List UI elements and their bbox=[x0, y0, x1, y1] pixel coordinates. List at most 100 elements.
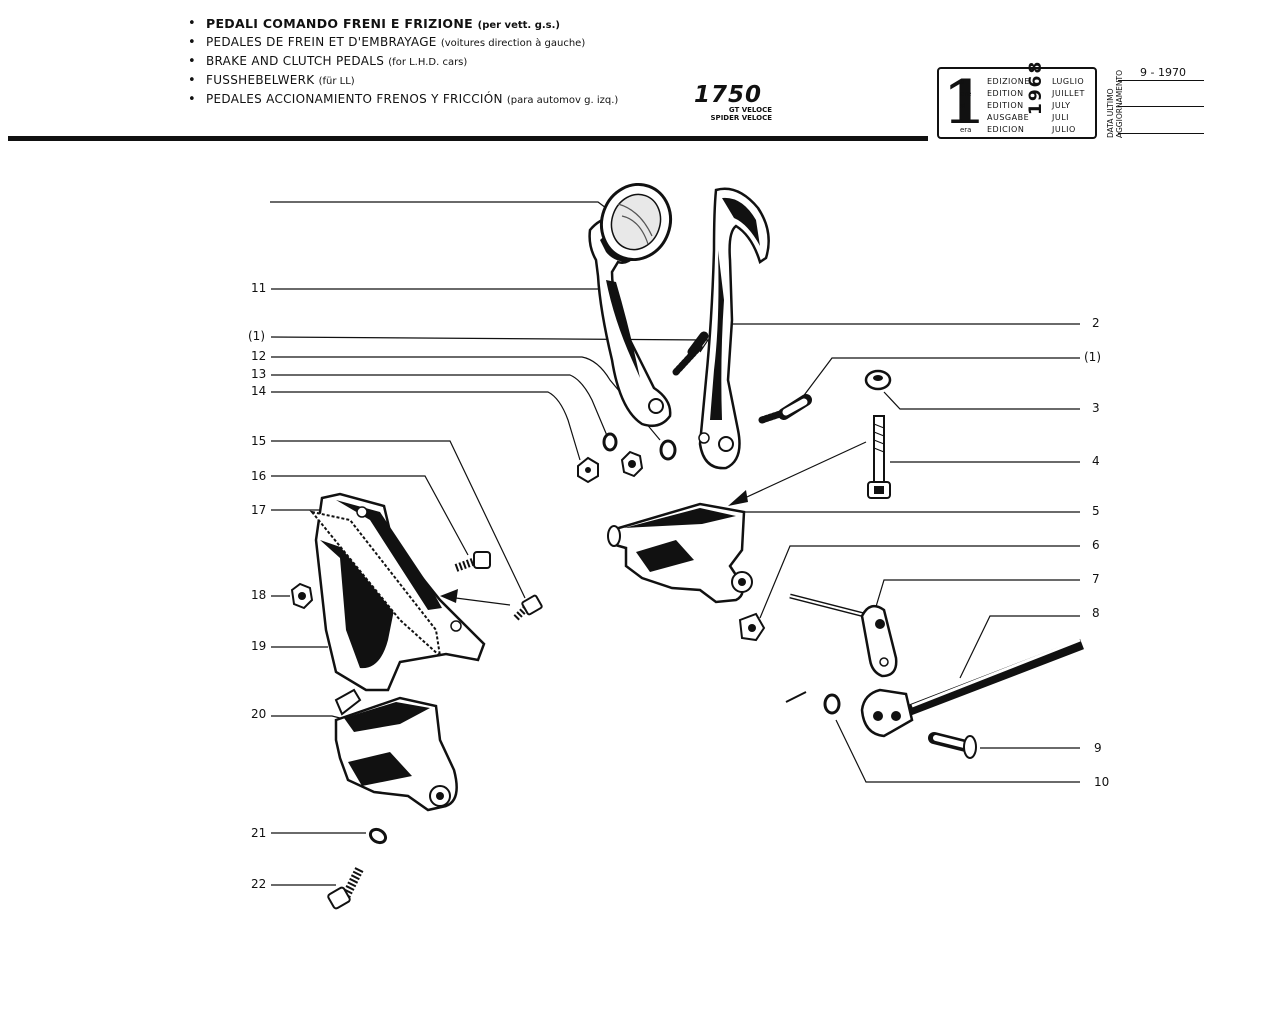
long-bolt bbox=[867, 415, 891, 499]
leader-line bbox=[835, 719, 1080, 783]
edition-month: LUGLIO bbox=[1052, 77, 1085, 86]
callout-left: 18 bbox=[251, 588, 267, 602]
leader-line bbox=[271, 715, 341, 719]
update-rule bbox=[1118, 106, 1204, 107]
assembly-arrow-line bbox=[447, 596, 511, 606]
title-english-main: BRAKE AND CLUTCH PEDALS bbox=[206, 54, 385, 68]
model-variant-gt: GT VELOCE bbox=[728, 106, 772, 114]
edition-word: EDICION bbox=[987, 125, 1025, 134]
arrowhead bbox=[440, 589, 458, 603]
callout-right: (1) bbox=[1084, 350, 1101, 364]
callout-left: 17 bbox=[251, 503, 267, 517]
leader-line bbox=[270, 336, 710, 353]
edition-suffix: era bbox=[960, 126, 972, 134]
edition-suffix: st bbox=[960, 102, 967, 110]
leader-line bbox=[871, 579, 1080, 621]
leader-line bbox=[959, 615, 1080, 679]
edition-month: JULIO bbox=[1052, 125, 1076, 134]
spring-washer bbox=[602, 432, 618, 452]
callout-right: 7 bbox=[1092, 572, 1100, 586]
push-rod bbox=[860, 638, 1084, 738]
split-pin bbox=[785, 691, 807, 703]
title-german-main: FUSSHEBELWERK bbox=[206, 73, 315, 87]
title-italian-sub: (per vett. g.s.) bbox=[477, 20, 560, 31]
callout-left: 20 bbox=[251, 707, 267, 721]
title-german-sub: (für LL) bbox=[318, 76, 355, 87]
title-french-main: PEDALES DE FREIN ET D'EMBRAYAGE bbox=[206, 35, 437, 49]
callout-left: 16 bbox=[251, 469, 267, 483]
leader-line bbox=[271, 356, 661, 441]
callout-right: 3 bbox=[1092, 401, 1100, 415]
title-english-sub: (for L.H.D. cars) bbox=[388, 57, 468, 68]
pedal-stop-screw bbox=[672, 331, 709, 376]
spring-washer-small bbox=[368, 827, 388, 845]
title-spanish-main: PEDALES ACCIONAMIENTO FRENOS Y FRICCIÓN bbox=[206, 92, 503, 106]
leader-line bbox=[759, 545, 1080, 619]
leader-line bbox=[271, 281, 607, 290]
title-spanish-sub: (para automov g. izq.) bbox=[506, 95, 619, 106]
update-rule bbox=[1118, 133, 1204, 134]
callout-left: 11 bbox=[251, 281, 267, 295]
model-badge: 1750 GT VELOCE SPIDER VELOCE bbox=[694, 82, 772, 123]
callout-right: 9 bbox=[1094, 741, 1102, 755]
assembly-arrow-line bbox=[735, 441, 867, 503]
lower-bracket bbox=[334, 688, 458, 812]
clevis-pin bbox=[928, 732, 977, 759]
edition-word: EDIZIONE bbox=[987, 77, 1030, 86]
pedal-bracket bbox=[607, 502, 753, 604]
hex-nut bbox=[290, 582, 314, 610]
hex-bolt bbox=[327, 865, 365, 910]
bullet: • bbox=[188, 54, 196, 69]
callout-left: 13 bbox=[251, 367, 267, 381]
callout-right: 6 bbox=[1092, 538, 1100, 552]
edition-month: JULY bbox=[1052, 101, 1071, 110]
edition-word: EDITION bbox=[987, 101, 1024, 110]
hex-screw bbox=[513, 594, 543, 621]
leader-line bbox=[270, 201, 615, 215]
callout-left: 12 bbox=[251, 349, 267, 363]
bullet: • bbox=[188, 92, 196, 107]
callout-left: (1) bbox=[248, 329, 265, 343]
shaft-lever bbox=[789, 593, 898, 678]
title-french-sub: (voitures direction à gauche) bbox=[440, 38, 586, 49]
header-rule bbox=[8, 136, 928, 141]
plain-washer bbox=[823, 693, 841, 715]
edition-word: EDITION bbox=[987, 89, 1024, 98]
callout-right: 8 bbox=[1092, 606, 1100, 620]
edition-numeral: 1 bbox=[943, 68, 985, 138]
washer bbox=[659, 439, 677, 461]
leader-line bbox=[271, 374, 609, 439]
leader-line bbox=[801, 357, 1080, 399]
brake-pedal bbox=[588, 182, 672, 427]
edition-suffix: a bbox=[960, 78, 965, 86]
edition-month: JULI bbox=[1052, 113, 1070, 122]
bullet: • bbox=[188, 73, 196, 88]
callout-left: 22 bbox=[251, 877, 267, 891]
clutch-pedal bbox=[698, 187, 770, 470]
leader-line bbox=[719, 323, 1080, 331]
leader-line bbox=[883, 391, 1080, 410]
bushing bbox=[864, 369, 892, 391]
callout-left: 21 bbox=[251, 826, 267, 840]
model-variant-spider: SPIDER VELOCE bbox=[710, 114, 772, 122]
edition-word: AUSGABE bbox=[987, 113, 1030, 122]
callout-right: 10 bbox=[1094, 775, 1110, 789]
lock-nut bbox=[738, 612, 766, 642]
edition-suffix: ere bbox=[960, 90, 972, 98]
nut bbox=[620, 450, 644, 478]
callout-left: 14 bbox=[251, 384, 267, 398]
callout-right: 4 bbox=[1092, 454, 1100, 468]
bullet: • bbox=[188, 35, 196, 50]
update-date: 9 - 1970 bbox=[1140, 66, 1186, 79]
leader-line bbox=[271, 391, 581, 461]
arrowheads bbox=[440, 490, 748, 603]
pedal-stop-screw bbox=[758, 394, 812, 424]
callout-left: 19 bbox=[251, 639, 267, 653]
leader-line bbox=[271, 440, 526, 599]
model-number: 1750 bbox=[694, 82, 763, 108]
hex-screw bbox=[454, 551, 491, 572]
leader-line bbox=[271, 475, 469, 556]
nut bbox=[577, 456, 599, 484]
callout-left: 15 bbox=[251, 434, 267, 448]
